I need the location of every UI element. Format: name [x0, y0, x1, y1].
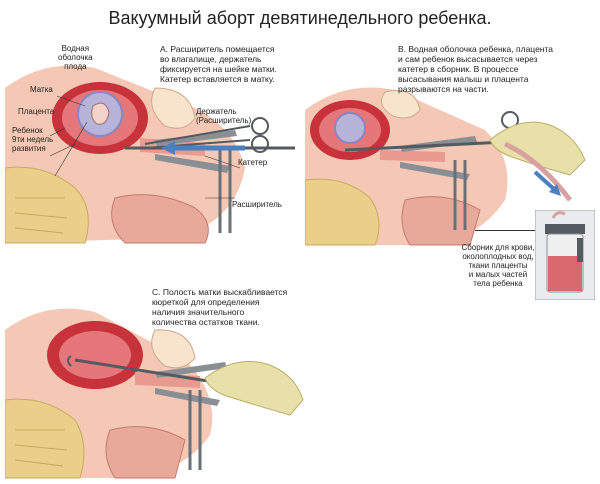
rectum: [401, 196, 481, 246]
gloved-hand: [489, 121, 586, 176]
panel-b-illustration: [305, 87, 586, 246]
suction-tube: [503, 141, 572, 202]
catheter: [344, 140, 506, 152]
collector-jar: [535, 210, 595, 300]
bladder: [151, 87, 196, 129]
bladder: [151, 329, 196, 369]
label-uterus: Матка: [30, 85, 53, 94]
label-dilator: Расширитель: [232, 200, 282, 209]
panel-c-illustration: [5, 308, 304, 479]
collector-leader: [475, 230, 535, 231]
rectum: [111, 194, 209, 244]
speculum: [155, 130, 237, 146]
panel-a-illustration: [5, 65, 295, 244]
page-title: Вакуумный аборт девятинедельного ребенка…: [108, 8, 492, 28]
label-placenta: Плацента: [18, 107, 55, 116]
label-catheter: Катетер: [238, 158, 268, 167]
gloved-hand: [204, 361, 304, 416]
bladder: [380, 90, 421, 119]
suction-arrow: [533, 170, 557, 192]
holder-instrument: [144, 125, 251, 149]
pelvic-bone: [305, 178, 380, 246]
pelvic-bone: [5, 398, 85, 479]
label-holder: Держатель(Расширитель): [196, 107, 252, 125]
pelvic-bone: [5, 166, 89, 244]
fetus: [91, 102, 110, 125]
rectum: [105, 426, 186, 479]
label-collector: Сборник для крови,околоплодных вод, ткан…: [461, 243, 535, 288]
uterine-cavity: [59, 331, 131, 379]
amniotic-sac-fragment: [334, 112, 366, 144]
